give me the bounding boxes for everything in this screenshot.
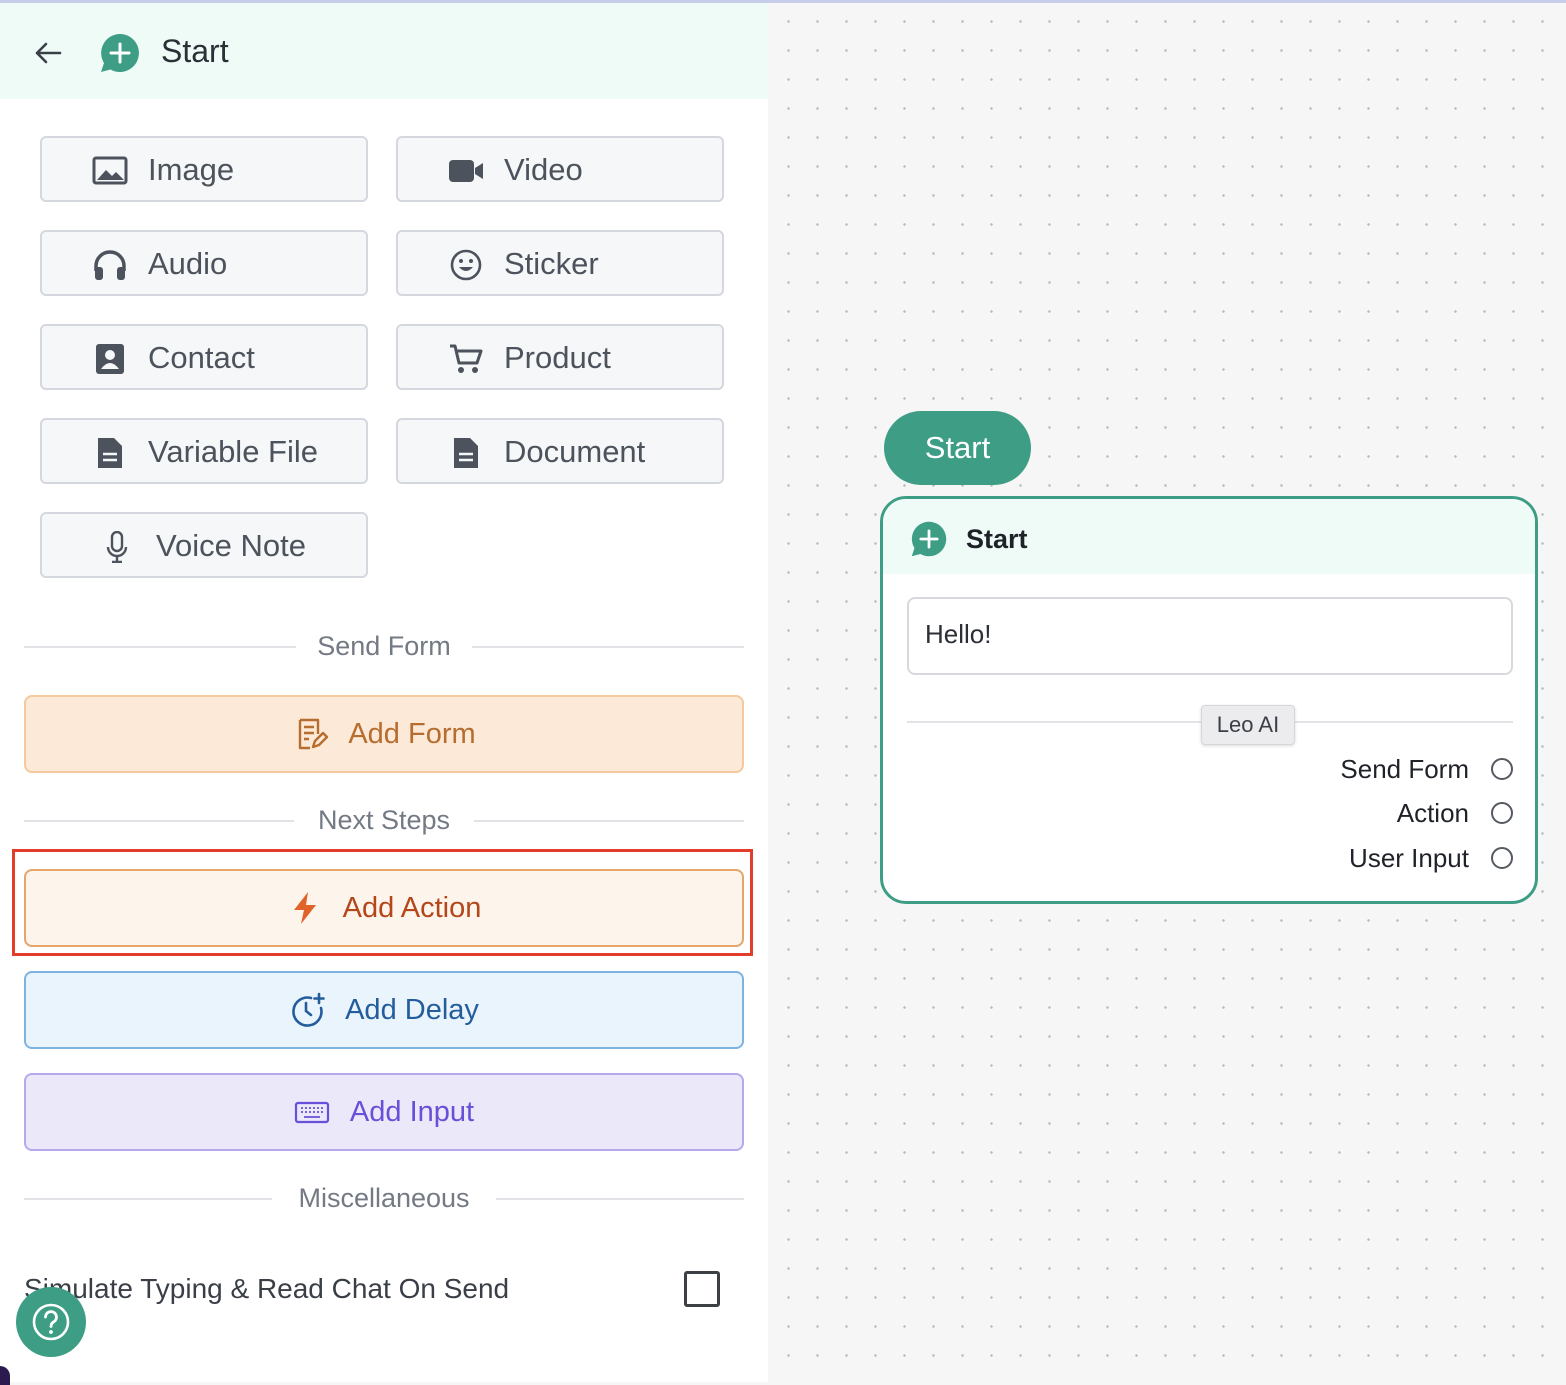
form-edit-icon	[299, 718, 329, 750]
simulate-typing-label: Simulate Typing & Read Chat On Send	[24, 1273, 510, 1304]
help-button[interactable]	[16, 1287, 86, 1357]
sticker-button[interactable]: Sticker	[396, 230, 724, 296]
chat-plus-icon	[911, 521, 947, 557]
voice-note-button[interactable]: Voice Note	[40, 512, 368, 578]
smiley-face-icon	[450, 249, 482, 281]
add-form-button[interactable]: Add Form	[24, 695, 744, 773]
product-button-label: Product	[504, 340, 611, 375]
start-node-header: Start	[883, 499, 1535, 574]
audio-button[interactable]: Audio	[40, 230, 368, 296]
document-icon	[454, 438, 478, 468]
microphone-icon	[106, 531, 128, 563]
output-action: Action	[1397, 795, 1513, 831]
output-send-form: Send Form	[1340, 751, 1513, 787]
output-port-action[interactable]	[1491, 802, 1513, 824]
image-button[interactable]: Image	[40, 136, 368, 202]
misc-heading: Miscellaneous	[280, 1183, 488, 1213]
add-delay-label: Add Delay	[345, 993, 479, 1026]
output-port-send-form[interactable]	[1491, 758, 1513, 780]
document-icon	[98, 438, 122, 468]
contact-button-label: Contact	[148, 340, 255, 375]
chat-plus-icon	[101, 34, 139, 72]
add-action-button[interactable]: Add Action	[24, 869, 744, 947]
product-button[interactable]: Product	[396, 324, 724, 390]
add-input-button[interactable]: Add Input	[24, 1073, 744, 1151]
add-input-label: Add Input	[349, 1095, 475, 1128]
next-steps-heading: Next Steps	[299, 805, 469, 835]
voice-note-button-label: Voice Note	[156, 528, 306, 563]
image-button-label: Image	[148, 152, 235, 187]
start-node[interactable]: Start Hello! Leo AI Send Form Action Use…	[880, 496, 1538, 904]
output-user-input: User Input	[1349, 840, 1513, 876]
video-camera-icon	[449, 160, 483, 182]
panel-title: Start	[161, 33, 229, 69]
output-user-input-label: User Input	[1349, 842, 1469, 873]
start-node-title: Start	[966, 524, 1028, 554]
lightning-bolt-icon	[293, 892, 316, 924]
video-button[interactable]: Video	[396, 136, 724, 202]
audio-button-label: Audio	[148, 246, 228, 281]
highlight-box	[12, 849, 753, 956]
output-send-form-label: Send Form	[1340, 753, 1469, 784]
video-button-label: Video	[504, 152, 583, 187]
output-action-label: Action	[1396, 797, 1469, 828]
top-border	[0, 0, 1566, 3]
send-form-heading: Send Form	[299, 631, 469, 661]
variable-file-button[interactable]: Variable File	[40, 418, 368, 484]
next-steps-divider: Next Steps	[24, 805, 744, 835]
output-port-user-input[interactable]	[1491, 847, 1513, 869]
sticker-button-label: Sticker	[504, 246, 599, 281]
document-button-label: Document	[504, 434, 646, 469]
start-trigger-pill[interactable]: Start	[884, 411, 1031, 485]
message-preview[interactable]: Hello!	[907, 597, 1513, 675]
contact-button[interactable]: Contact	[40, 324, 368, 390]
variable-file-button-label: Variable File	[148, 434, 319, 469]
add-delay-button[interactable]: Add Delay	[24, 971, 744, 1049]
window-corner	[0, 1366, 10, 1385]
question-mark-icon	[32, 1303, 70, 1341]
headphones-icon	[94, 250, 126, 280]
keyboard-icon	[294, 1101, 330, 1124]
simulate-typing-checkbox[interactable]	[684, 1271, 720, 1307]
misc-divider: Miscellaneous	[24, 1183, 744, 1213]
back-arrow-icon[interactable]	[30, 35, 66, 71]
send-form-divider: Send Form	[24, 631, 744, 661]
add-action-label: Add Action	[342, 891, 482, 924]
add-form-label: Add Form	[348, 717, 476, 750]
image-icon	[92, 156, 128, 185]
shopping-cart-icon	[450, 344, 483, 373]
contact-card-icon	[96, 344, 124, 374]
node-editor-panel: Start Image Video Audio Sticker	[0, 3, 768, 1385]
leo-ai-chip[interactable]: Leo AI	[1201, 705, 1295, 745]
clock-plus-icon	[292, 992, 325, 1027]
document-button[interactable]: Document	[396, 418, 724, 484]
panel-header: Start	[0, 3, 768, 99]
